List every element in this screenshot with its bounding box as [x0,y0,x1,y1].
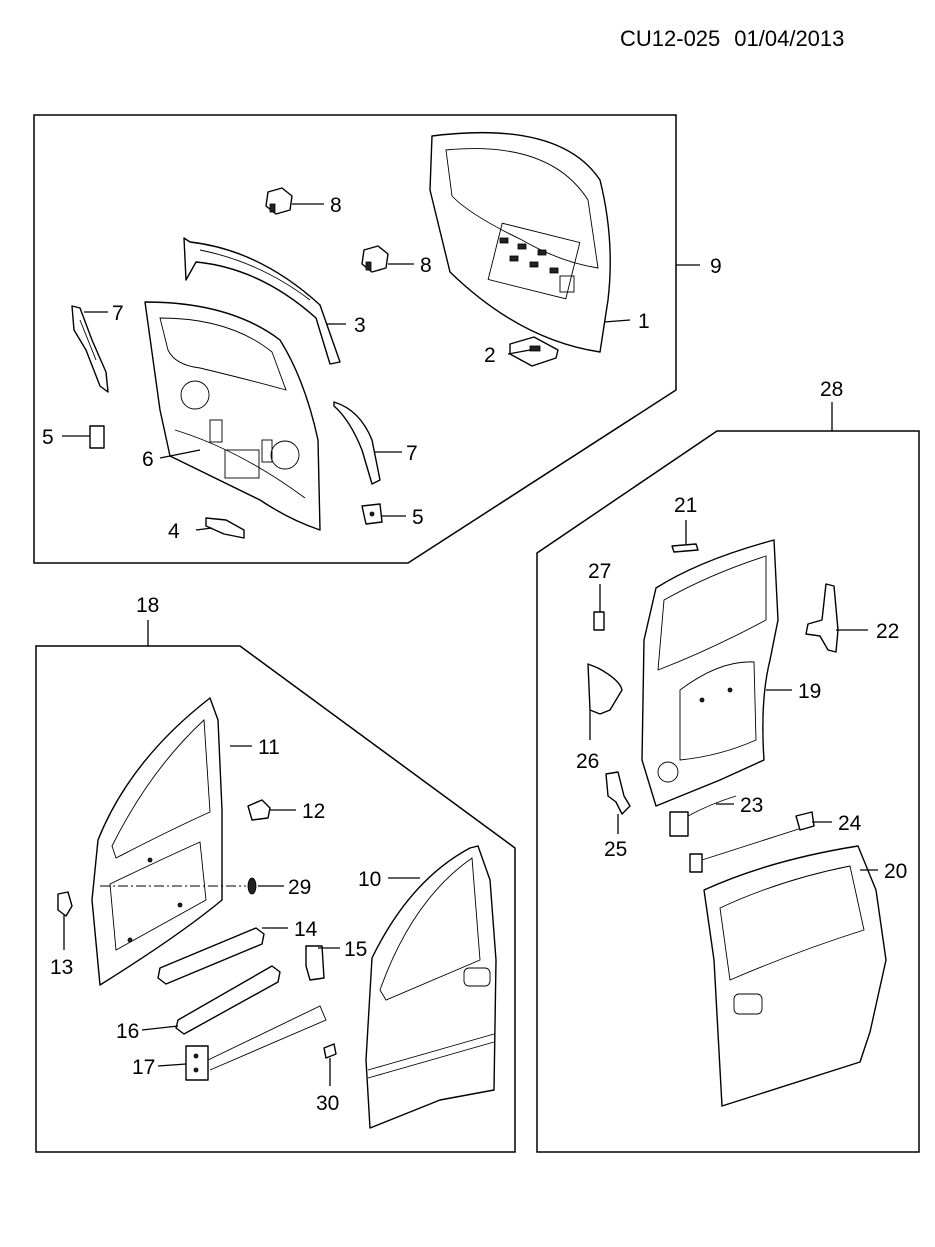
part-front-door-outer [365,845,497,1129]
leader-16 [141,1025,179,1031]
part-upper-reinforcement [183,237,341,365]
callout-18: 18 [136,594,159,617]
callout-27: 27 [588,560,611,583]
callout-10: 10 [358,868,381,891]
callout-25: 25 [604,838,627,861]
callout-4: 4 [168,520,180,543]
callout-9: 9 [710,255,722,278]
part-pillar-reinforcement [805,583,839,653]
part-small-bracket [593,611,605,631]
part-clip [323,1043,337,1059]
part-front-door-check [57,891,73,917]
part-lower-reinforcement [587,663,623,715]
callout-19: 19 [798,680,821,703]
part-sliding-door-outer [703,845,887,1107]
callout-7a: 7 [112,302,124,325]
callout-26: 26 [576,750,599,773]
sliding-door-group-frame [536,430,920,1153]
part-latch-remote-control [669,795,737,837]
part-latch-assembly [185,1005,327,1081]
callout-23: 23 [740,794,763,817]
callout-21: 21 [674,494,697,517]
part-lock-bracket [305,945,325,981]
part-tailgate-handle [509,336,559,367]
callout-3: 3 [354,314,366,337]
callout-12: 12 [302,800,325,823]
part-impact-beam-lower [175,965,281,1035]
callout-22: 22 [876,620,899,643]
part-front-hinge-bracket [247,799,271,821]
callout-30: 30 [316,1092,339,1115]
callout-17: 17 [132,1056,155,1079]
part-rear-latch-bracket [605,771,631,815]
callout-24: 24 [838,812,862,835]
callout-1: 1 [638,310,650,333]
callout-5b: 5 [412,506,424,529]
front-door-group-frame [35,645,516,1153]
part-hinge-upper [265,187,293,215]
callout-5a: 5 [42,426,54,449]
callout-15: 15 [344,938,367,961]
leader-6 [159,449,201,459]
part-rod-assembly [689,811,815,873]
part-plug [247,877,257,895]
diagram-header: CU12-025 01/04/2013 [620,26,844,52]
tailgate-group-frame [33,114,677,564]
leader-4 [195,527,213,531]
callout-14: 14 [294,918,318,941]
part-side-reinforcement-right [333,401,381,485]
callout-28: 28 [820,378,843,401]
callout-29: 29 [288,876,311,899]
callout-8b: 8 [420,254,432,277]
leader-2 [507,349,531,355]
callout-8a: 8 [330,194,342,217]
callout-20: 20 [884,860,907,883]
part-upper-roller-cover [671,543,699,553]
part-bumper-right [361,503,383,525]
callout-13: 13 [50,956,73,979]
part-lower-bracket [205,517,245,539]
part-sliding-door-inner [641,539,779,807]
callout-16: 16 [116,1020,139,1043]
part-front-door-inner [91,697,223,986]
callout-7b: 7 [406,442,418,465]
callout-2: 2 [484,344,496,367]
diagram-code: CU12-025 [620,26,721,51]
part-bumper-left [89,425,105,449]
callout-6: 6 [142,448,154,471]
leader-17 [157,1063,187,1067]
part-side-reinforcement-left [71,305,109,393]
callout-11: 11 [258,736,280,759]
part-tailgate-outer-panel [429,131,611,353]
leader-1 [603,319,631,323]
part-impact-beam-upper [157,927,265,985]
part-tailgate-inner-panel [144,301,321,531]
diagram-date: 01/04/2013 [734,26,845,51]
part-hinge-lower [361,245,389,273]
